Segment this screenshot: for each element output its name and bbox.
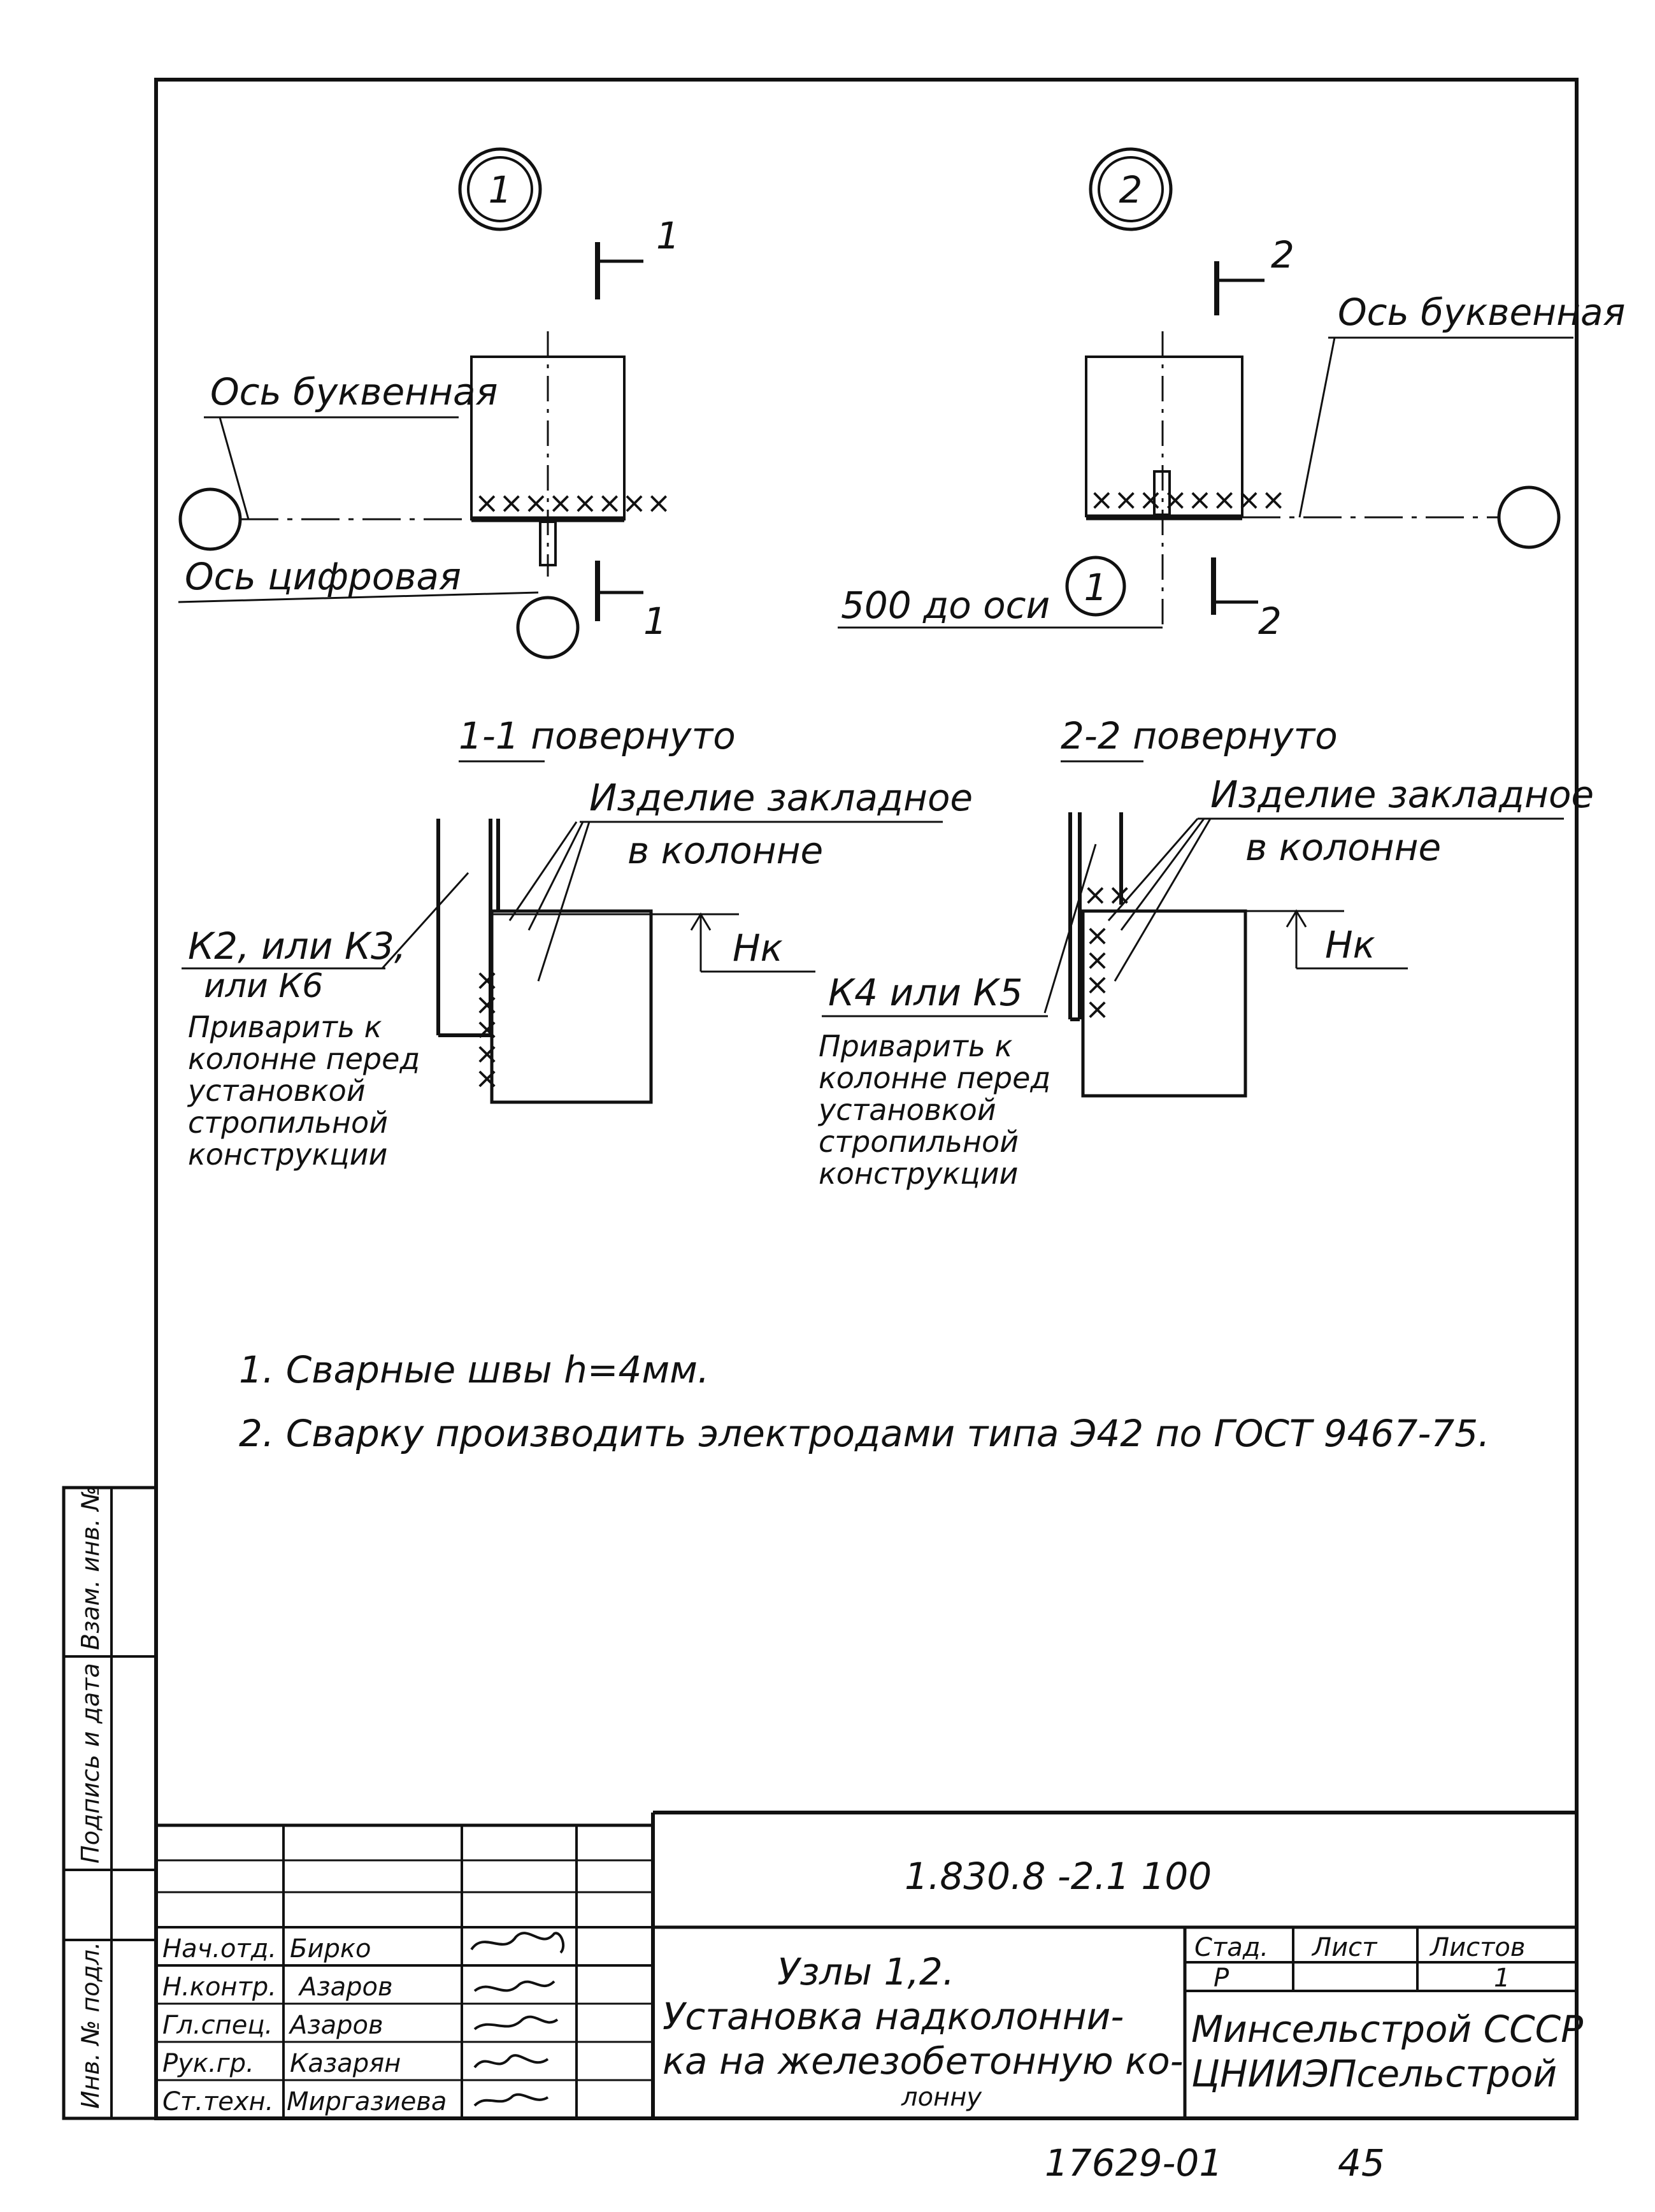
view-2-weld-top: ×× xyxy=(1083,877,1132,912)
cut-2-bottom-label: 2 xyxy=(1258,600,1282,643)
offset-note: 500 до оси xyxy=(841,584,1050,627)
head-sheet: Лист xyxy=(1311,1933,1378,1962)
section-view-1: 1-1 повернуто Изделие закладное в колонн… xyxy=(182,714,973,1172)
node-1-marker-outer xyxy=(458,147,542,231)
bracket-2 xyxy=(1153,470,1171,516)
view-2-embed-line1: Изделие закладное xyxy=(1210,773,1594,816)
side-stamp-inv-no: Инв. № подл. xyxy=(76,1942,104,2109)
node-1-number: 1 xyxy=(489,168,512,212)
view-1-part-line1: К2, или К3, xyxy=(188,924,406,968)
view-1-title: 1-1 повернуто xyxy=(459,714,736,758)
axis-letter-circle-2 xyxy=(1497,485,1561,549)
view-1-weld-column: ××××× xyxy=(471,968,505,1091)
side-stamp-signature-date: Подпись и дата xyxy=(76,1663,104,1864)
title-line-1: Узлы 1,2. xyxy=(777,1950,954,1993)
view-2-part-line1: К4 или К5 xyxy=(828,971,1023,1014)
node-2-number: 2 xyxy=(1119,168,1143,212)
offset-axis-circle xyxy=(1065,556,1126,617)
axis-letter-label-2: Ось буквенная xyxy=(1338,291,1625,334)
page-number: 45 xyxy=(1338,2141,1385,2185)
bracket-1 xyxy=(539,521,557,566)
weld-marks-2: ×××××××× xyxy=(1089,482,1286,517)
staff-role-5: Ст.техн. xyxy=(162,2087,273,2116)
view-2-embed-line2: в колонне xyxy=(1245,826,1441,869)
staff-role-3: Гл.спец. xyxy=(162,2011,273,2040)
staff-role-2: Н.контр. xyxy=(162,1972,276,2002)
cut-1-bottom-label: 1 xyxy=(643,600,667,643)
org-line-1: Минсельстрой СССР xyxy=(1191,2007,1583,2051)
view-2-weld-column: ×××× xyxy=(1081,924,1115,1022)
node-2-marker-outer xyxy=(1089,147,1173,231)
view-1-part-line6: стропильной xyxy=(188,1105,388,1140)
doc-code: 1.830.8 -2.1 100 xyxy=(905,1855,1212,1898)
drawing-frame xyxy=(154,78,1579,2120)
view-2-part-line3: колонне перед xyxy=(819,1061,1050,1095)
title-block: Нач.отд. Бирко Н.контр. Азаров Гл.спец. … xyxy=(156,1811,1583,2118)
view-2-part-line2: Приварить к xyxy=(819,1029,1013,1063)
view-1-part-line7: конструкции xyxy=(188,1137,387,1172)
node-1-plan: 1 1 ×××××××× Ось буквенная Ось цифровая … xyxy=(178,147,680,659)
cut-1-top-label: 1 xyxy=(656,214,680,257)
stage-value: Р xyxy=(1214,1964,1229,1993)
view-1-part-line5: установкой xyxy=(187,1074,366,1108)
org-line-2: ЦНИИЭПсельстрой xyxy=(1191,2052,1557,2095)
node-1-marker-inner xyxy=(467,156,533,222)
staff-name-3: Азаров xyxy=(288,2011,383,2040)
head-stage: Стад. xyxy=(1194,1933,1268,1962)
staff-role-4: Рук.гр. xyxy=(162,2049,254,2078)
view-1-part-line3: Приварить к xyxy=(188,1010,382,1044)
view-2-level: Нк xyxy=(1325,923,1375,966)
section-view-2: 2-2 повернуто Изделие закладное в колонн… xyxy=(817,714,1594,1191)
view-1-part-line4: колонне перед xyxy=(188,1042,420,1076)
title-line-3: ка на железобетонную ко- xyxy=(663,2039,1184,2083)
view-1-part-line2: или К6 xyxy=(204,967,323,1005)
view-1-embed-line1: Изделие закладное xyxy=(589,776,973,819)
axis-digit-label: Ось цифровая xyxy=(185,555,461,598)
staff-role-1: Нач.отд. xyxy=(162,1934,276,1964)
note-2: 2. Сварку производить электродами типа Э… xyxy=(239,1412,1490,1455)
sheets-value: 1 xyxy=(1494,1964,1510,1993)
weld-marks-1: ×××××××× xyxy=(475,485,671,520)
staff-name-2: Азаров xyxy=(297,1972,393,2002)
axis-letter-circle-1 xyxy=(178,487,242,551)
side-stamp-replace-inv: Взам. инв. № xyxy=(76,1486,104,1650)
node-2-plan: 2 2 ×××××××× Ось буквенная 500 до оси 1 … xyxy=(838,147,1625,643)
signatures xyxy=(470,1932,565,2107)
staff-name-5: Миргазиева xyxy=(287,2087,447,2116)
concrete-column-1 xyxy=(490,909,653,1104)
view-2-part-line5: стропильной xyxy=(819,1124,1019,1159)
cut-2-top-label: 2 xyxy=(1271,233,1294,276)
view-2-part-line4: установкой xyxy=(817,1093,996,1127)
staff-name-4: Казарян xyxy=(290,2049,401,2078)
note-1: 1. Сварные швы h=4мм. xyxy=(239,1348,709,1391)
inventory-number: 17629-01 xyxy=(1045,2141,1222,2185)
axis-letter-label-1: Ось буквенная xyxy=(210,370,498,413)
view-1-level: Нк xyxy=(733,926,783,970)
title-line-2: Установка надколонни- xyxy=(663,1995,1124,2038)
view-1-embed-line2: в колонне xyxy=(627,829,823,872)
view-2-title: 2-2 повернуто xyxy=(1061,714,1338,758)
view-2-part-line6: конструкции xyxy=(819,1156,1018,1191)
title-line-4: лонну xyxy=(901,2083,982,2112)
node-2-marker-inner xyxy=(1098,156,1164,222)
offset-axis-number: 1 xyxy=(1084,566,1108,609)
axis-digit-circle-1 xyxy=(516,596,580,659)
side-stamp: Инв. № подл. Подпись и дата Взам. инв. № xyxy=(62,1486,156,2120)
head-sheets: Листов xyxy=(1429,1933,1525,1962)
staff-name-1: Бирко xyxy=(290,1934,371,1964)
